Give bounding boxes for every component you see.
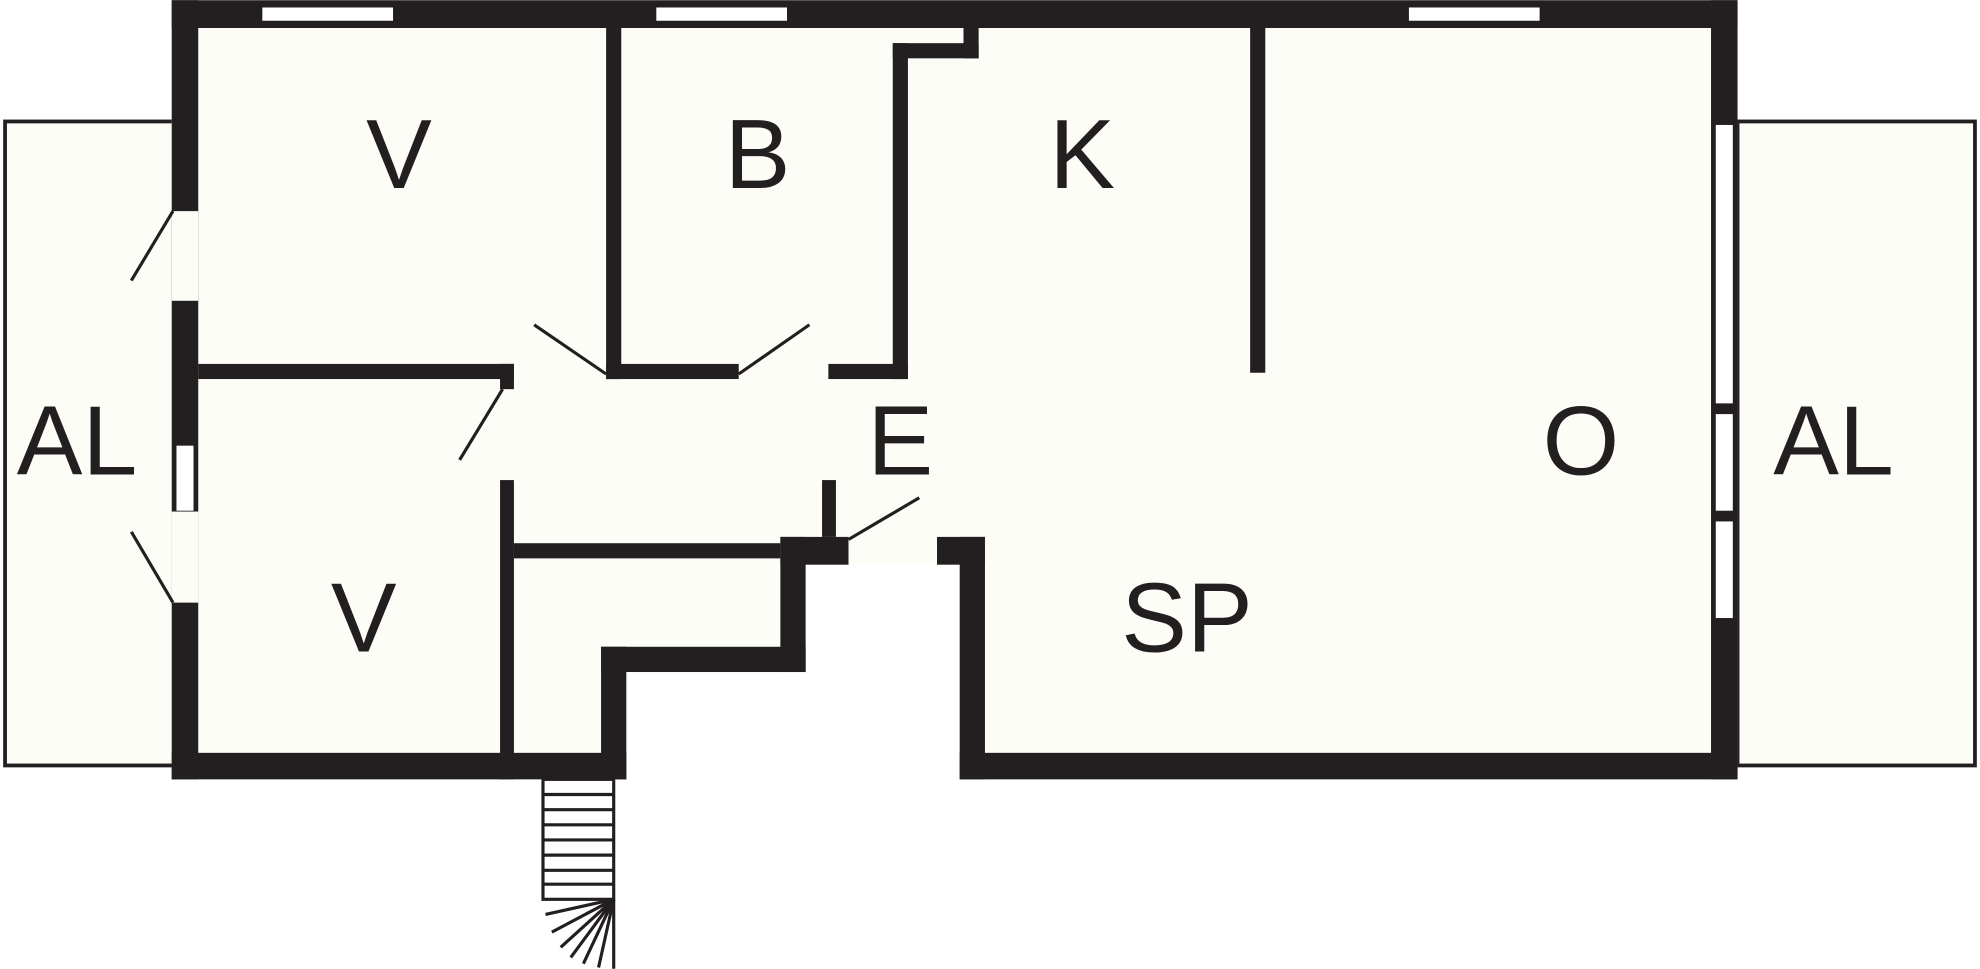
apartment-floor	[171, 0, 1738, 780]
windows	[174, 5, 1735, 620]
room-label-dining: SP	[1121, 562, 1252, 672]
room-label-bedroom-top: V	[366, 99, 432, 209]
interior-walls	[198, 28, 1266, 780]
room-label-kitchen: K	[1049, 99, 1115, 209]
balcony-left	[3, 119, 177, 768]
room-label-living: O	[1543, 386, 1620, 496]
room-label-bathroom: B	[725, 99, 791, 209]
room-label-balcony-left: AL	[17, 386, 137, 496]
stairs	[541, 777, 616, 969]
room-label-bedroom-bottom: V	[331, 562, 397, 672]
balcony-right	[1735, 119, 1977, 768]
room-label-entrance: E	[867, 386, 933, 496]
door-swings	[129, 210, 921, 604]
room-label-balcony-right: AL	[1773, 386, 1893, 496]
